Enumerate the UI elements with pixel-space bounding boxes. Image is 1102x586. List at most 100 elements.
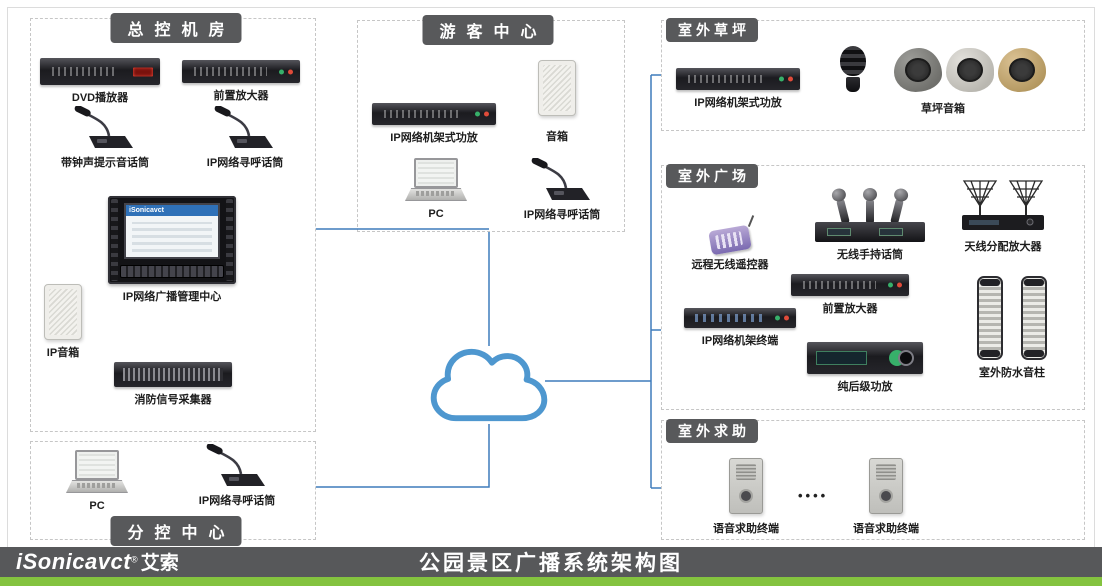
- sound-column-pair-icon: [976, 276, 1048, 360]
- preamplifier-label: 前置放大器: [822, 303, 878, 315]
- wall-speaker-icon: [44, 284, 82, 340]
- rack-terminal-icon: [684, 308, 796, 328]
- gooseneck-microphone-icon: [530, 158, 592, 202]
- device-waterproof-sound-columns: 室外防水音柱: [976, 276, 1048, 380]
- device-pc-visitor: PC: [405, 158, 467, 220]
- power-amplifier-label: 纯后级功放: [837, 381, 893, 393]
- device-voice-help-terminal-1: 语音求助终端: [712, 458, 780, 536]
- dvd-player-label: DVD播放器: [71, 92, 129, 104]
- device-fire-signal-collector: 消防信号采集器: [114, 362, 232, 407]
- brand-name-cn: 艾索: [140, 553, 179, 574]
- garden-speaker-icon: [838, 46, 868, 92]
- sound-column-icon: [977, 276, 1003, 360]
- wireless-mic-set-icon: [815, 186, 925, 242]
- device-rack-terminal: IP网络机架终端: [684, 308, 796, 348]
- dvd-player-icon: [40, 58, 160, 85]
- sound-columns-label: 室外防水音柱: [979, 367, 1045, 379]
- console-keyboard: [120, 265, 224, 278]
- paging-microphone-label: IP网络寻呼话筒: [206, 157, 284, 169]
- section-title-sub-control: 分控中心: [110, 516, 242, 546]
- console-screen-brand: iSonicavct: [129, 207, 165, 214]
- rock-speaker-icon: [998, 48, 1046, 92]
- device-lawn-speakers: 草坪音箱: [838, 44, 1048, 116]
- section-box-outdoor-plaza: [661, 165, 1085, 410]
- gooseneck-microphone-icon: [73, 106, 135, 150]
- cloud-icon: [430, 348, 548, 422]
- section-title-master-control: 总控机房: [110, 13, 242, 43]
- wireless-remote-label: 远程无线遥控器: [691, 259, 769, 271]
- gooseneck-microphone-icon: [205, 444, 267, 488]
- mic-receiver-icon: [815, 222, 925, 242]
- footer-bar: iSonicavct®艾索 公园景区广播系统架构图: [0, 547, 1102, 577]
- device-speaker-visitor: 音箱: [538, 60, 576, 144]
- console-screen: iSonicavct: [124, 203, 220, 259]
- device-pc-subcontrol: PC: [66, 450, 128, 512]
- preamplifier-label: 前置放大器: [213, 90, 269, 102]
- fire-collector-icon: [114, 362, 232, 387]
- rack-amplifier-label: IP网络机架式功放: [390, 132, 478, 144]
- power-amplifier-icon: [807, 342, 923, 374]
- paging-microphone-label: IP网络寻呼话筒: [198, 495, 276, 507]
- antenna-distributor-label: 天线分配放大器: [964, 241, 1042, 253]
- handheld-mic-icon: [890, 198, 904, 225]
- section-title-outdoor-help: 室外求助: [666, 419, 758, 443]
- device-rack-amplifier-visitor: IP网络机架式功放: [372, 103, 496, 145]
- preamplifier-icon: [791, 274, 909, 296]
- rack-terminal-label: IP网络机架终端: [701, 335, 779, 347]
- rack-amplifier-icon: [372, 103, 496, 125]
- device-wireless-handheld-mics: 无线手持话筒: [815, 186, 925, 262]
- help-terminal-icon: [869, 458, 903, 514]
- section-title-outdoor-lawn: 室外草坪: [666, 18, 758, 42]
- help-terminal-label: 语音求助终端: [713, 523, 779, 535]
- wireless-remote-icon: [708, 224, 752, 256]
- device-broadcast-management-center: iSonicavct IP网络广播管理中心: [108, 196, 236, 304]
- ellipsis-dots: ••••: [798, 488, 829, 503]
- device-rack-amplifier-lawn: IP网络机架式功放: [676, 68, 800, 110]
- network-cloud: [430, 344, 548, 431]
- device-dvd-player: DVD播放器: [40, 58, 160, 105]
- brand-logo: iSonicavct®艾索: [16, 548, 179, 575]
- fire-collector-label: 消防信号采集器: [134, 394, 212, 406]
- help-terminal-label: 语音求助终端: [853, 523, 919, 535]
- paging-microphone-label: IP网络寻呼话筒: [523, 209, 601, 221]
- chime-microphone-label: 带钟声提示音话筒: [61, 157, 149, 169]
- diagram-title: 公园景区广播系统架构图: [419, 552, 683, 575]
- pc-label: PC: [89, 500, 105, 512]
- device-power-amplifier: 纯后级功放: [807, 342, 923, 394]
- rock-speaker-icon: [894, 48, 942, 92]
- pc-label: PC: [428, 208, 444, 220]
- laptop-screen: [414, 158, 458, 188]
- speaker-label: 音箱: [546, 131, 568, 143]
- laptop-icon: [405, 158, 467, 204]
- laptop-icon: [66, 450, 128, 496]
- sound-column-icon: [1021, 276, 1047, 360]
- device-paging-microphone-visitor: IP网络寻呼话筒: [524, 158, 600, 222]
- footer-accent-bar: [0, 577, 1102, 586]
- laptop-screen: [75, 450, 119, 480]
- section-box-outdoor-lawn: [661, 20, 1085, 131]
- laptop-keyboard: [66, 480, 128, 493]
- lawn-speakers-label: 草坪音箱: [921, 103, 965, 115]
- rack-amplifier-icon: [676, 68, 800, 90]
- section-title-visitor-center: 游客中心: [422, 15, 554, 45]
- rack-amplifier-label: IP网络机架式功放: [694, 97, 782, 109]
- help-terminal-icon: [729, 458, 763, 514]
- device-preamplifier-master: 前置放大器: [182, 60, 300, 103]
- rock-speaker-icon: [946, 48, 994, 92]
- registered-mark: ®: [131, 554, 138, 565]
- device-antenna-distributor: 天线分配放大器: [960, 178, 1046, 254]
- antenna-distributor-icon: [962, 180, 1044, 230]
- section-title-outdoor-plaza: 室外广场: [666, 164, 758, 188]
- device-voice-help-terminal-2: 语音求助终端: [852, 458, 920, 536]
- handheld-mic-icon: [863, 188, 877, 224]
- device-wireless-remote: 远程无线遥控器: [691, 222, 769, 272]
- gooseneck-microphone-icon: [213, 106, 275, 150]
- management-console-icon: iSonicavct: [108, 196, 236, 284]
- device-paging-microphone-subcontrol: IP网络寻呼话筒: [199, 444, 275, 508]
- device-preamplifier-plaza: 前置放大器: [791, 274, 909, 316]
- wireless-mics-label: 无线手持话筒: [837, 249, 903, 261]
- lawn-speaker-group-icon: [838, 44, 1048, 96]
- ip-speaker-label: IP音箱: [46, 347, 80, 359]
- preamplifier-icon: [182, 60, 300, 83]
